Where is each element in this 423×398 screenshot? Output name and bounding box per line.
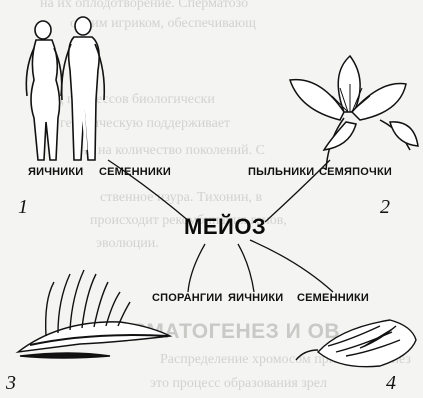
connector-line-4b (250, 240, 333, 292)
moss-icon (296, 320, 416, 367)
center-label-meiosis: МЕЙОЗ (184, 214, 266, 240)
node-number-3: 3 (6, 372, 16, 395)
node-number-1: 1 (18, 196, 28, 219)
node-number-2: 2 (380, 196, 390, 219)
label-testes-moss: СЕМЕННИКИ (297, 292, 369, 304)
label-testes-animals: СЕМЕННИКИ (99, 166, 171, 178)
label-ovules: СЕМЯПОЧКИ (319, 166, 392, 178)
node-number-4: 4 (386, 372, 396, 395)
fern-leaf-icon (18, 270, 170, 358)
label-anthers: ПЫЛЬНИКИ (248, 166, 314, 178)
flower-icon (290, 56, 418, 170)
label-sporangia: СПОРАНГИИ (152, 292, 223, 304)
connector-line-4a (238, 244, 254, 292)
human-figures-icon (26, 17, 104, 160)
label-ovaries-moss: ЯИЧНИКИ (228, 292, 283, 304)
label-ovaries-animals: ЯИЧНИКИ (28, 166, 83, 178)
connector-line-3 (188, 244, 205, 292)
